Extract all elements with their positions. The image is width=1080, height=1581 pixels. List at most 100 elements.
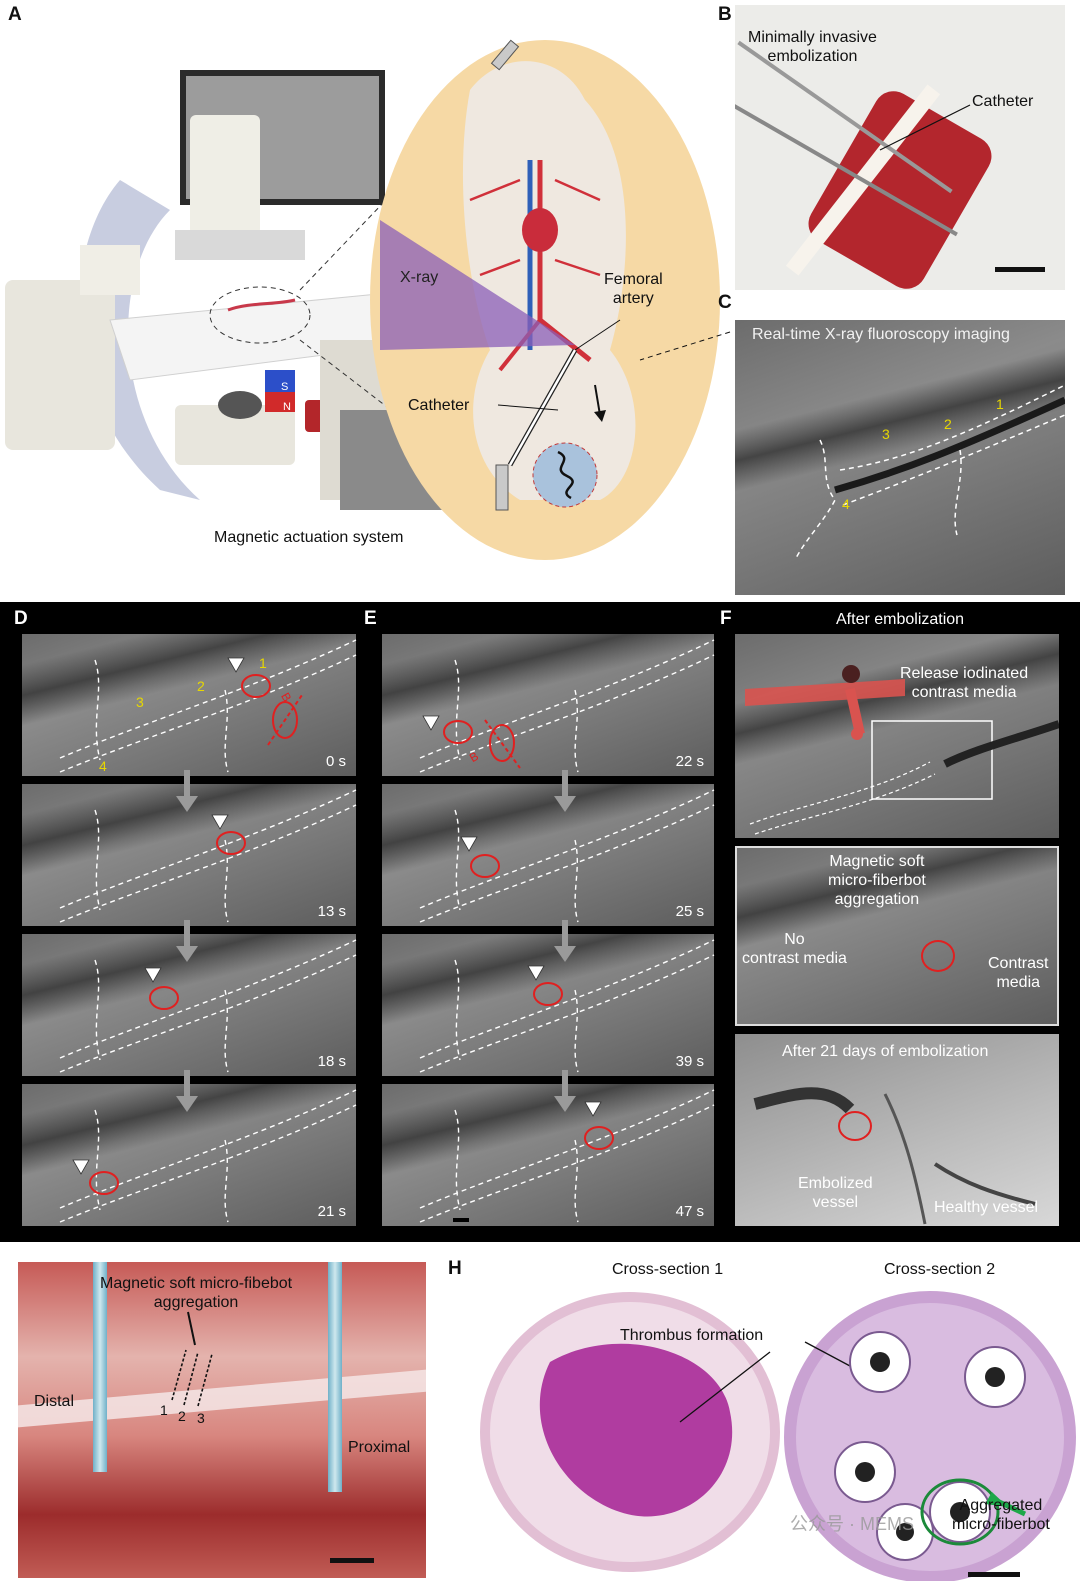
c-num-1: 1 <box>996 396 1004 412</box>
direction-arrow <box>594 384 601 416</box>
magnet-red <box>265 392 295 412</box>
e-time-1: 22 s <box>675 753 704 770</box>
aggregated-fiberbot-label: Aggregated micro-fiberbot <box>952 1497 1050 1534</box>
magnet-ring <box>218 391 262 419</box>
c-num-3: 3 <box>882 426 890 442</box>
xray-label: X-ray <box>400 269 439 286</box>
c-num-4: 4 <box>842 496 850 512</box>
distal-label: Distal <box>34 1393 75 1410</box>
c-num-2: 2 <box>944 416 952 432</box>
femoral-pointer <box>574 319 621 351</box>
e-time-4: 47 s <box>675 1203 704 1220</box>
syringe-top <box>490 39 520 71</box>
green-arrow <box>993 1497 1027 1517</box>
d-time-2: 13 s <box>317 903 346 920</box>
fiberbot-spiral <box>557 450 574 500</box>
d-num-4: 4 <box>99 758 107 774</box>
d-num-1: 1 <box>259 655 267 671</box>
pin-right <box>328 1262 342 1492</box>
mini-rabbit-vessels <box>227 298 296 312</box>
thrombus <box>539 1343 733 1517</box>
d-num-2: 2 <box>197 678 205 694</box>
diagram-aggregate <box>842 665 860 683</box>
magnet-holder <box>175 405 295 465</box>
heart <box>522 208 558 252</box>
f-frame-3 <box>735 1034 1059 1226</box>
panel-c-fluoroscopy <box>735 320 1065 595</box>
panel-c-title: Real-time X-ray fluoroscopy imaging <box>752 326 1010 343</box>
f-frame-2 <box>735 846 1059 1026</box>
d-time-4: 21 s <box>317 1203 346 1220</box>
aggregation-circle <box>921 940 955 972</box>
zoom-box <box>871 720 993 800</box>
magnet-n: N <box>283 401 291 413</box>
catheter-line-inner <box>508 349 577 466</box>
d-frame-1: 0 s <box>22 634 356 776</box>
d-time-3: 18 s <box>317 1053 346 1070</box>
cross-section-1-label: Cross-section 1 <box>612 1261 724 1278</box>
base-left <box>5 280 115 450</box>
scale-bar-g <box>330 1558 374 1563</box>
catheter-label-a: Catheter <box>408 397 470 414</box>
diagram-branch <box>845 687 865 736</box>
g-num-1: 1 <box>160 1402 168 1418</box>
artery-branches <box>469 178 601 277</box>
arm-joint <box>80 245 140 295</box>
scale-bar-h <box>968 1572 1020 1577</box>
xray-source <box>190 115 260 235</box>
aggregated-outline <box>920 1478 1000 1546</box>
contrast-label: Contrast media <box>988 955 1049 992</box>
watermark: 公众号 · MEMS <box>790 1514 914 1534</box>
magnet-s: S <box>281 381 289 393</box>
de-vessel-overlays <box>59 639 715 1223</box>
e-frame-1: 22 s <box>382 634 714 776</box>
f-frame-1 <box>735 634 1059 838</box>
aggregation-label: Magnetic soft micro-fiberbot aggregation <box>828 853 926 909</box>
syringe-bottom <box>495 464 509 511</box>
thrombus-formation-label: Thrombus formation <box>620 1327 764 1344</box>
release-contrast-label: Release iodinated contrast media <box>900 665 1029 702</box>
panel-a-illustration <box>5 39 731 560</box>
e-time-2: 25 s <box>675 903 704 920</box>
panel-g-photo <box>18 1262 426 1578</box>
proximal-label: Proximal <box>348 1439 411 1456</box>
no-contrast-label: No contrast media <box>742 931 847 968</box>
d-time-1: 0 s <box>325 753 346 770</box>
panel-b-photo <box>735 5 1065 290</box>
d-num-3: 3 <box>136 694 144 710</box>
zoom-circle <box>209 286 311 344</box>
e-frame-2: 25 s <box>382 784 714 926</box>
after-21-days-label: After 21 days of embolization <box>782 1043 989 1060</box>
catheter-label-b: Catheter <box>972 93 1034 110</box>
panel-label-a: A <box>8 4 22 25</box>
panel-b-title: Minimally invasive embolization <box>748 29 877 66</box>
panel-f-title: After embolization <box>836 611 965 628</box>
panel-label-c: C <box>718 292 732 313</box>
direction-arrow-head <box>594 410 606 422</box>
catheter-pointer <box>497 404 559 411</box>
cross-section-2-label: Cross-section 2 <box>884 1261 996 1278</box>
embolized-circle <box>838 1111 872 1141</box>
g-num-2: 2 <box>178 1408 186 1424</box>
e-frame-4: 47 s <box>382 1084 714 1226</box>
embolized-vessel-label: Embolized vessel <box>798 1175 873 1212</box>
scale-bar-b <box>995 267 1045 272</box>
femoral-artery-label: Femoral artery <box>604 271 663 308</box>
pin-left <box>93 1262 107 1472</box>
catheter-pointer-b <box>879 104 971 151</box>
panel-g-title: Magnetic soft micro-fibebot aggregation <box>100 1275 293 1312</box>
e-time-3: 39 s <box>675 1053 704 1070</box>
g-num-3: 3 <box>197 1410 205 1426</box>
healthy-vessel-label: Healthy vessel <box>934 1199 1039 1216</box>
detector <box>175 230 305 260</box>
panel-label-h: H <box>448 1258 462 1279</box>
panel-h-histology <box>480 1291 1076 1581</box>
xray-beam <box>380 220 575 350</box>
thrombus-pointer-1 <box>679 1351 771 1423</box>
panel-label-d: D <box>14 608 28 629</box>
magnetic-actuation-label: Magnetic actuation system <box>214 529 404 546</box>
panel-label-b: B <box>718 4 732 25</box>
rabbit-body <box>462 61 636 500</box>
